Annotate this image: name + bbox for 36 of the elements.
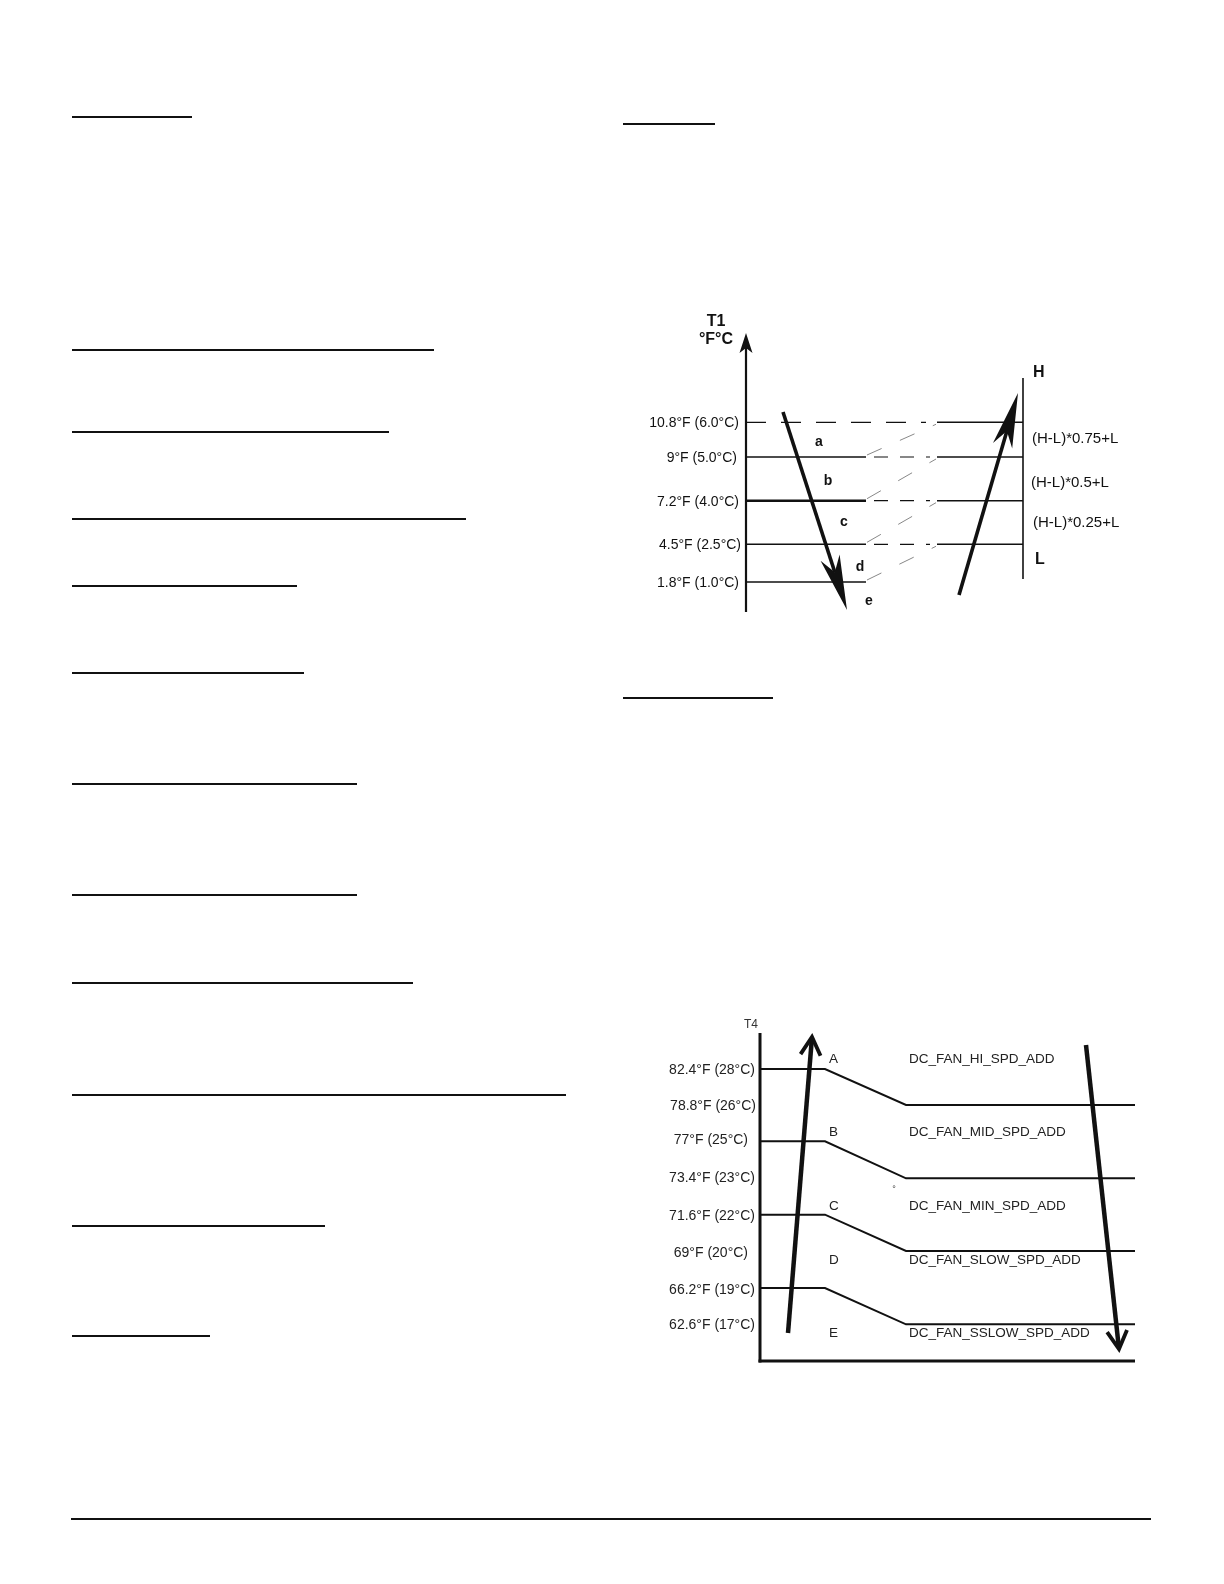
temperature-label: 7.2°F (4.0°C) xyxy=(657,492,739,509)
temperature-label: 10.8°F (6.0°C) xyxy=(649,414,739,431)
temperature-label: 69°F (20°C) xyxy=(673,1243,748,1260)
zone-letter: E xyxy=(829,1325,838,1341)
zone-letter: C xyxy=(829,1198,839,1214)
fan-speed-label: DC_FAN_SSLOW_SPD_ADD xyxy=(909,1325,1090,1341)
temperature-label: 82.4°F (28°C) xyxy=(669,1060,755,1078)
temperature-label: 62.6°F (17°C) xyxy=(669,1315,755,1333)
formula-label: (H-L)*0.5+L xyxy=(1031,473,1109,491)
axis-title: T1 °F°C xyxy=(698,311,734,349)
zone-letter: a xyxy=(815,432,823,450)
zone-letter: c xyxy=(840,512,848,530)
zone-letter: e xyxy=(865,591,873,609)
temperature-label: 73.4°F (23°C) xyxy=(669,1168,755,1185)
fan-speed-label: DC_FAN_SLOW_SPD_ADD xyxy=(909,1252,1081,1268)
zone-letter: d xyxy=(855,557,865,575)
formula-label: (H-L)*0.25+L xyxy=(1033,513,1120,531)
zone-letter: B xyxy=(829,1124,838,1140)
fan-speed-label: DC_FAN_MIN_SPD_ADD xyxy=(909,1198,1066,1214)
temperature-label: 78.8°F (26°C) xyxy=(670,1096,756,1114)
temperature-label: 77°F (25°C) xyxy=(673,1130,748,1148)
temperature-label: 4.5°F (2.5°C) xyxy=(659,536,741,553)
temperature-label: 71.6°F (22°C) xyxy=(669,1206,755,1224)
degree-mark: ° xyxy=(892,1183,896,1195)
axis-title: T4 xyxy=(744,1018,758,1032)
limit-label: L xyxy=(1035,549,1045,569)
fan-speed-label: DC_FAN_MID_SPD_ADD xyxy=(909,1124,1066,1140)
formula-label: (H-L)*0.75+L xyxy=(1032,429,1119,447)
zone-letter: D xyxy=(829,1252,839,1268)
temperature-label: 9°F (5.0°C) xyxy=(666,448,737,466)
zone-letter: A xyxy=(829,1051,838,1067)
zone-letter: b xyxy=(823,471,833,489)
temperature-label: 1.8°F (1.0°C) xyxy=(657,573,739,591)
temperature-label: 66.2°F (19°C) xyxy=(669,1280,755,1298)
fan-speed-label: DC_FAN_HI_SPD_ADD xyxy=(909,1051,1055,1067)
limit-label: H xyxy=(1033,362,1045,382)
